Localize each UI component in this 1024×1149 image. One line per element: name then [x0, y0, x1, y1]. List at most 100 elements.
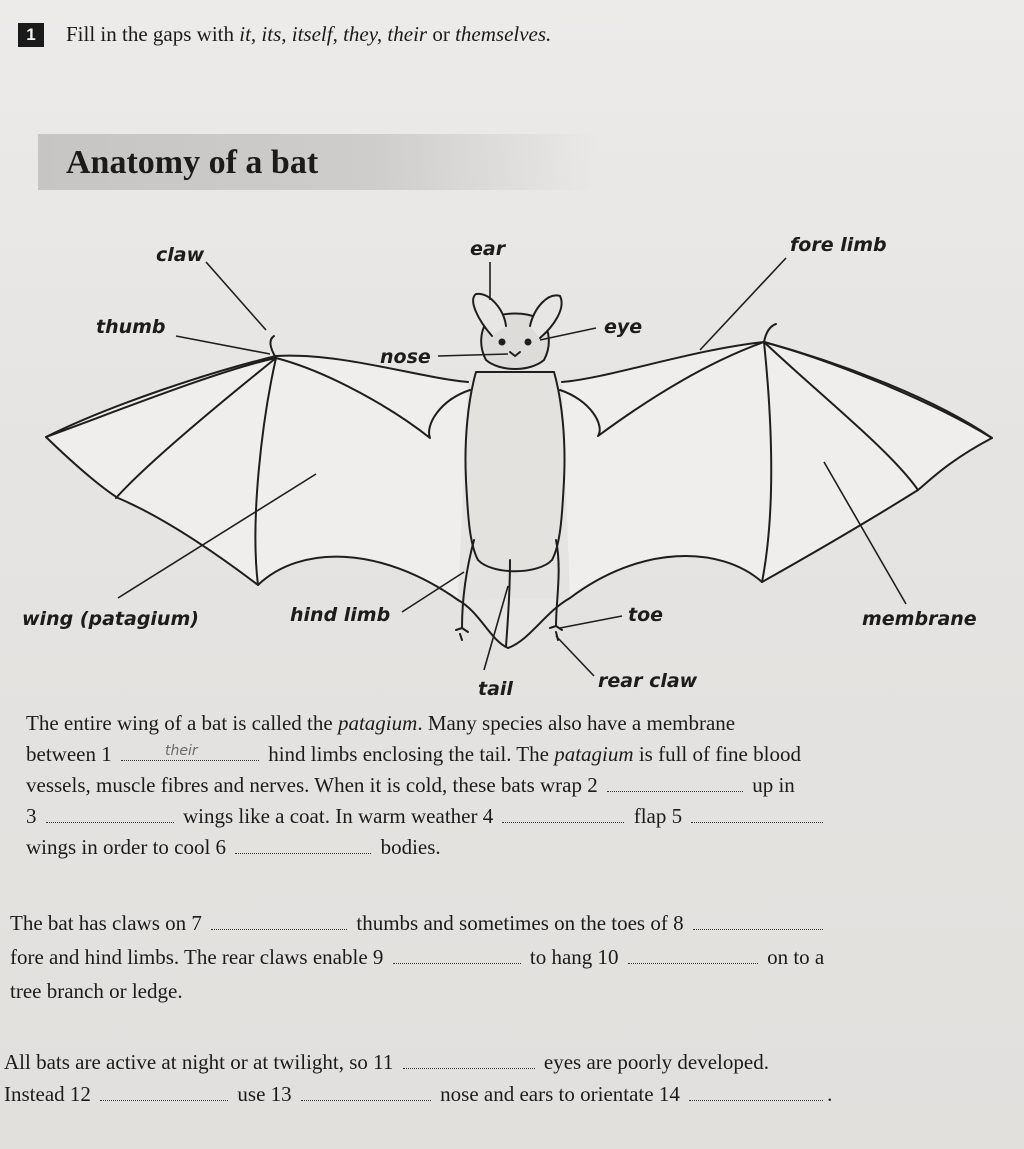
right-hind-leg [555, 539, 560, 627]
thumb-leader [175, 335, 271, 355]
left-wing-membrane [45, 354, 469, 601]
paragraph-2: The bat has claws on 7 thumbs and someti… [10, 906, 827, 1008]
gap-11[interactable] [402, 1050, 535, 1069]
toe-leader [559, 615, 623, 629]
p1-text: 3 [26, 804, 37, 828]
p1-line-1: The entire wing of a bat is called the p… [26, 708, 827, 739]
p2-line-1: The bat has claws on 7 thumbs and someti… [10, 906, 827, 940]
bat-body [464, 371, 566, 573]
p2-text: on to a [767, 945, 825, 969]
left-finger-bone-2 [115, 357, 277, 499]
p1-italic-term: patagium [337, 711, 418, 735]
section-title: Anatomy of a bat [66, 144, 319, 181]
label-toe: toe [628, 604, 664, 626]
right-forearm-bone [559, 341, 765, 437]
label-membrane: membrane [862, 608, 977, 630]
p1-text: between 1 [26, 742, 112, 766]
left-hind-leg [461, 539, 475, 629]
p2-text: fore and hind limbs. The rear claws enab… [10, 945, 384, 969]
right-thumb-claw [763, 323, 777, 343]
left-forearm-bone [275, 357, 471, 439]
claw-leader [205, 261, 267, 331]
p1-text: wings in order to cool 6 [26, 835, 227, 859]
gap-6[interactable] [235, 835, 372, 854]
p2-text: thumbs and sometimes on the toes of 8 [356, 911, 684, 935]
p1-line-5: wings in order to cool 6 bodies. [26, 832, 827, 863]
gap-14[interactable] [689, 1082, 824, 1101]
gap-10[interactable] [627, 945, 758, 964]
gap-7[interactable] [211, 911, 348, 930]
p1-line-3: vessels, muscle fibres and nerves. When … [26, 770, 827, 801]
left-finger-bone-3 [254, 357, 277, 586]
tail-leader [483, 585, 509, 671]
right-finger-bone-3 [761, 341, 773, 583]
handwritten-answer-1: their [164, 743, 198, 759]
hind-limb-leader [401, 571, 465, 613]
label-wing-patagium: wing (patagium) [22, 608, 199, 630]
gap-5[interactable] [691, 804, 824, 823]
gap-13[interactable] [300, 1082, 431, 1101]
rear-claw-leader [555, 635, 595, 677]
title-band [38, 134, 598, 190]
left-finger-bone-1 [45, 357, 277, 438]
paragraph-3: All bats are active at night or at twili… [4, 1046, 832, 1110]
p1-italic-term: patagium [554, 742, 634, 766]
p1-text: hind limbs enclosing the tail. The [268, 742, 555, 766]
instruction-words: it, its, itself, they, their [239, 22, 428, 46]
p3-text: . [827, 1082, 833, 1106]
gap-2[interactable] [606, 773, 743, 792]
exercise-header: 1 Fill in the gaps with it, its, itself,… [18, 22, 551, 47]
p2-text: tree branch or ledge. [10, 979, 183, 1003]
left-foot [455, 627, 469, 641]
instruction-prefix: Fill in the gaps with [66, 22, 240, 46]
p3-text: use 13 [237, 1082, 292, 1106]
label-claw: claw [156, 244, 205, 266]
gap-9[interactable] [392, 945, 521, 964]
gap-12[interactable] [100, 1082, 229, 1101]
exercise-number: 1 [18, 22, 44, 47]
gap-8[interactable] [692, 911, 823, 930]
p1-text: The entire wing of a bat is called the [26, 711, 338, 735]
label-fore-limb: fore limb [790, 234, 887, 256]
bat-tail [505, 559, 511, 647]
paragraph-1: The entire wing of a bat is called the p… [26, 708, 827, 863]
membrane-leader [823, 461, 907, 605]
right-finger-bone-1 [763, 341, 993, 439]
p2-line-3: tree branch or ledge. [10, 974, 827, 1008]
gap-1[interactable]: their [120, 742, 259, 761]
p2-text: The bat has claws on 7 [10, 911, 202, 935]
label-nose: nose [380, 346, 431, 368]
p1-text: up in [752, 773, 795, 797]
label-ear: ear [470, 238, 506, 260]
p1-text: is full of fine blood [633, 742, 801, 766]
left-thumb-claw [269, 335, 277, 359]
gap-3[interactable] [45, 804, 174, 823]
p2-text: to hang 10 [529, 945, 619, 969]
label-eye: eye [604, 316, 643, 338]
right-ear [529, 294, 563, 339]
p1-text: flap 5 [633, 804, 683, 828]
p3-text: nose and ears to orientate 14 [440, 1082, 680, 1106]
tail-membrane [457, 597, 571, 649]
p1-text: vessels, muscle fibres and nerves. When … [26, 773, 598, 797]
p1-line-2: between 1 their hind limbs enclosing the… [26, 739, 827, 770]
bat-diagram [45, 257, 993, 677]
label-tail: tail [478, 678, 513, 700]
eye-leader [539, 327, 597, 341]
bat-nose [509, 351, 521, 357]
instruction-last: themselves. [455, 22, 552, 46]
p3-line-1: All bats are active at night or at twili… [4, 1046, 832, 1078]
p3-text: Instead 12 [4, 1082, 91, 1106]
p1-text: wings like a coat. In warm weather 4 [183, 804, 494, 828]
nose-leader [437, 353, 509, 357]
p3-line-2: Instead 12 use 13 nose and ears to orien… [4, 1078, 832, 1110]
p1-text: . Many species also have a membrane [417, 711, 736, 735]
right-eye [524, 338, 532, 346]
label-rear-claw: rear claw [598, 670, 698, 692]
exercise-instruction: Fill in the gaps with it, its, itself, t… [66, 22, 551, 47]
p1-line-4: 3 wings like a coat. In warm weather 4 f… [26, 801, 827, 832]
wing-leader [117, 473, 317, 599]
instruction-or: or [427, 22, 456, 46]
gap-4[interactable] [502, 804, 625, 823]
